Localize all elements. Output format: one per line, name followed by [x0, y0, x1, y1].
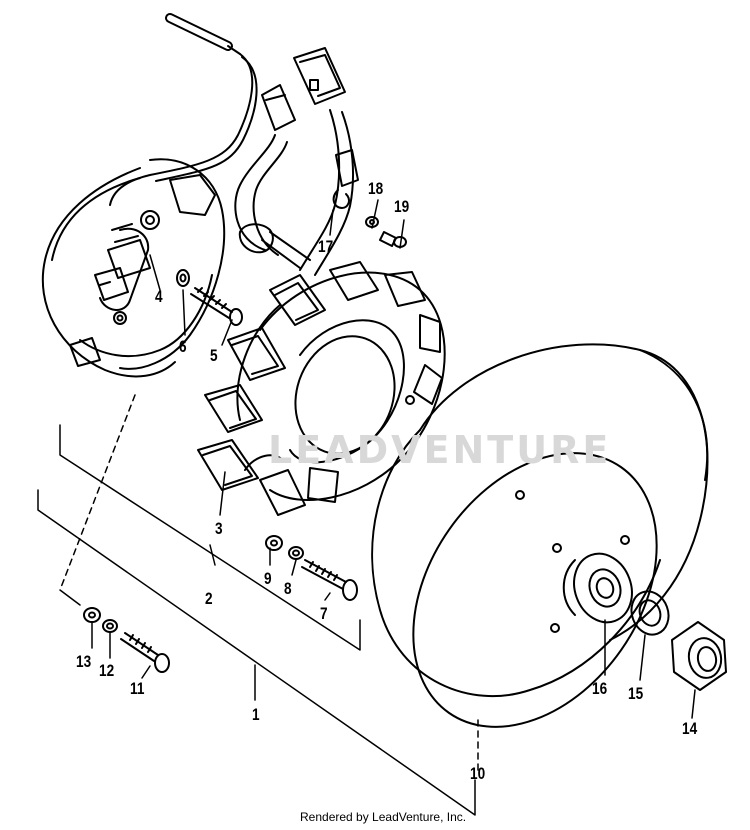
- callout-16[interactable]: 16: [592, 679, 608, 698]
- screw-7: [301, 559, 358, 601]
- screw-5: [190, 287, 243, 326]
- callout-15[interactable]: 15: [628, 684, 644, 703]
- leader-lines[interactable]: [37, 199, 696, 816]
- lead-wire-connector: [109, 13, 258, 206]
- callout-8[interactable]: 8: [284, 579, 292, 598]
- washer-15: [630, 590, 670, 636]
- callout-10[interactable]: 10: [470, 764, 486, 783]
- credit-line: Rendered by LeadVenture, Inc.: [300, 810, 467, 824]
- base-plate: [41, 158, 226, 378]
- callout-14[interactable]: 14: [682, 719, 698, 738]
- stator-harness: [234, 47, 354, 276]
- callout-6[interactable]: 6: [179, 337, 187, 356]
- callout-19[interactable]: 19: [394, 197, 410, 216]
- callout-17[interactable]: 17: [318, 237, 334, 256]
- callout-18[interactable]: 18: [368, 179, 384, 198]
- callout-7[interactable]: 7: [320, 604, 328, 623]
- washer-9: [265, 535, 283, 551]
- callout-1[interactable]: 1: [252, 705, 260, 724]
- watermark: LEADVENTURE: [268, 428, 612, 472]
- callout-4[interactable]: 4: [155, 287, 163, 306]
- stator: [197, 261, 446, 516]
- clamp-17: [332, 149, 359, 209]
- screw-11: [120, 632, 170, 673]
- callout-11[interactable]: 11: [130, 679, 145, 698]
- lock-washer-8: [288, 546, 304, 560]
- callout-12[interactable]: 12: [99, 661, 115, 680]
- lock-washer-12: [102, 619, 118, 633]
- callout-5[interactable]: 5: [210, 346, 218, 365]
- callout-9[interactable]: 9: [264, 569, 272, 588]
- flywheel: [371, 343, 709, 728]
- callout-13[interactable]: 13: [76, 652, 92, 671]
- callout-3[interactable]: 3: [215, 519, 223, 538]
- washer-13: [83, 607, 101, 623]
- washer-6: [176, 269, 190, 287]
- nut-14: [671, 621, 727, 691]
- callout-2[interactable]: 2: [205, 589, 213, 608]
